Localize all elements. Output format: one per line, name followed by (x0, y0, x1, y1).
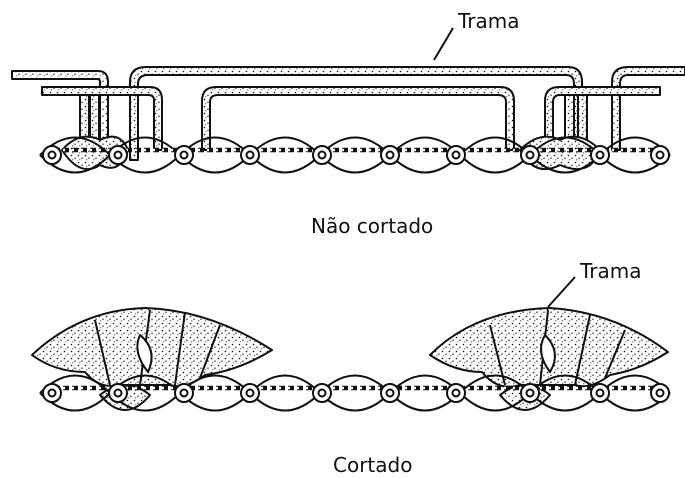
trama-label-top: Trama (458, 9, 520, 33)
trama-top-leader (434, 28, 453, 60)
cut-caption: Cortado (333, 453, 412, 477)
trama-label-bottom: Trama (580, 259, 642, 283)
pile-tuft-left (32, 308, 272, 410)
trama-bottom-leader (548, 277, 575, 307)
cut-fabric (32, 277, 670, 411)
uncut-fabric (12, 28, 685, 173)
uncut-caption: Não cortado (311, 214, 433, 238)
